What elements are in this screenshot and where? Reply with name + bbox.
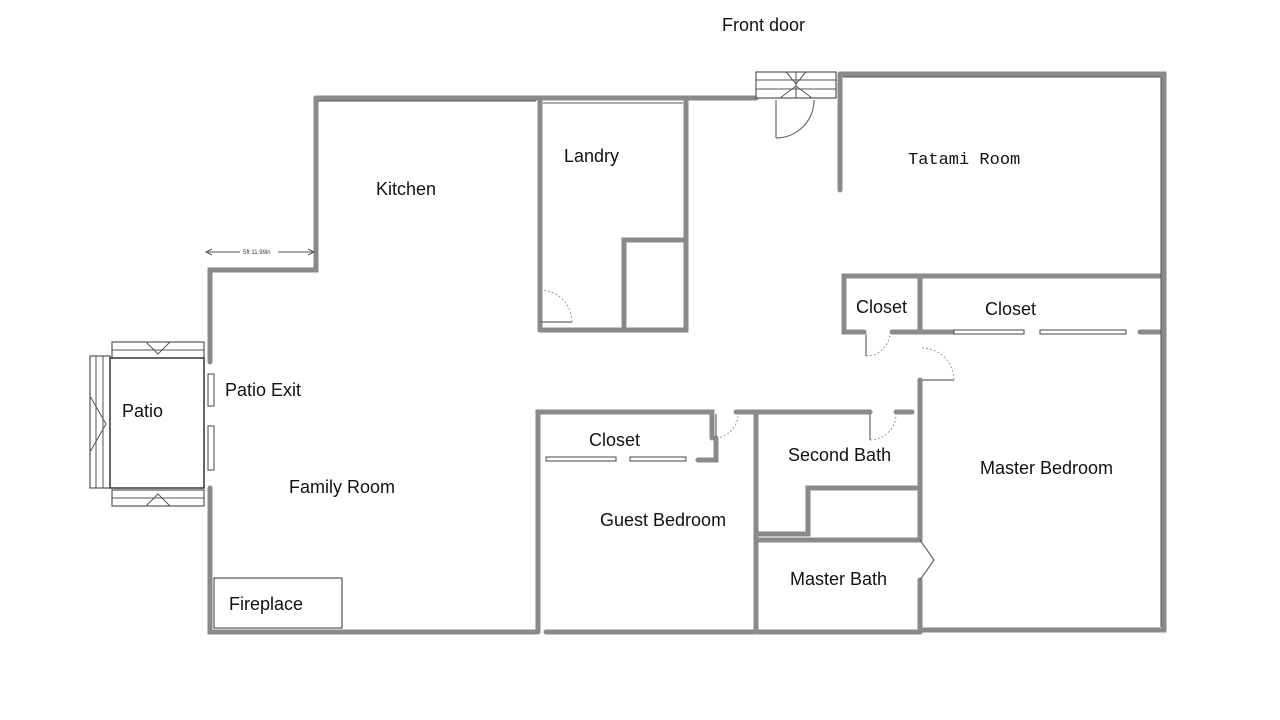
closet-guest-label: Closet [589, 430, 640, 450]
master-bedroom-label: Master Bedroom [980, 458, 1113, 478]
closet-doors [715, 333, 955, 581]
dimension-line: 5ft 11.99in [204, 248, 316, 256]
wall-guest-closet-end [695, 435, 719, 463]
front-door-steps [755, 71, 837, 99]
wall-landry-inner [621, 237, 689, 329]
fireplace-label: Fireplace [229, 594, 303, 614]
room-labels: Front door Kitchen Landry Tatami Room Cl… [122, 15, 1113, 614]
wall-landry-east [537, 97, 689, 333]
sliding-doors [545, 329, 1127, 462]
patio-exit-doors [207, 373, 215, 471]
tatami-room-label: Tatami Room [908, 151, 1020, 170]
wall-east [837, 71, 1167, 633]
patio-exit-label: Patio Exit [225, 380, 301, 400]
closet-small-label: Closet [856, 297, 907, 317]
wall-second-bath-bottom [755, 485, 923, 537]
second-bath-label: Second Bath [788, 445, 891, 465]
walls [207, 71, 1167, 635]
wall-guest-top [535, 409, 715, 635]
landry-label: Landry [564, 146, 619, 166]
patio-label: Patio [122, 401, 163, 421]
kitchen-label: Kitchen [376, 179, 436, 199]
master-bath-label: Master Bath [790, 569, 887, 589]
landry-door [539, 289, 573, 323]
family-room-label: Family Room [289, 477, 395, 497]
closet-master-label: Closet [985, 299, 1036, 319]
guest-bedroom-label: Guest Bedroom [600, 510, 726, 530]
dimension-label: 5ft 11.99in [243, 250, 271, 256]
front-door [775, 99, 815, 139]
wall-west-lower [207, 485, 539, 635]
patio-area [89, 341, 205, 507]
fireplace-box [213, 577, 343, 629]
wall-inner-lines [318, 76, 1162, 627]
front-door-label: Front door [722, 15, 805, 35]
wall-closet-top [841, 273, 1167, 335]
wall-west-upper [207, 249, 319, 365]
